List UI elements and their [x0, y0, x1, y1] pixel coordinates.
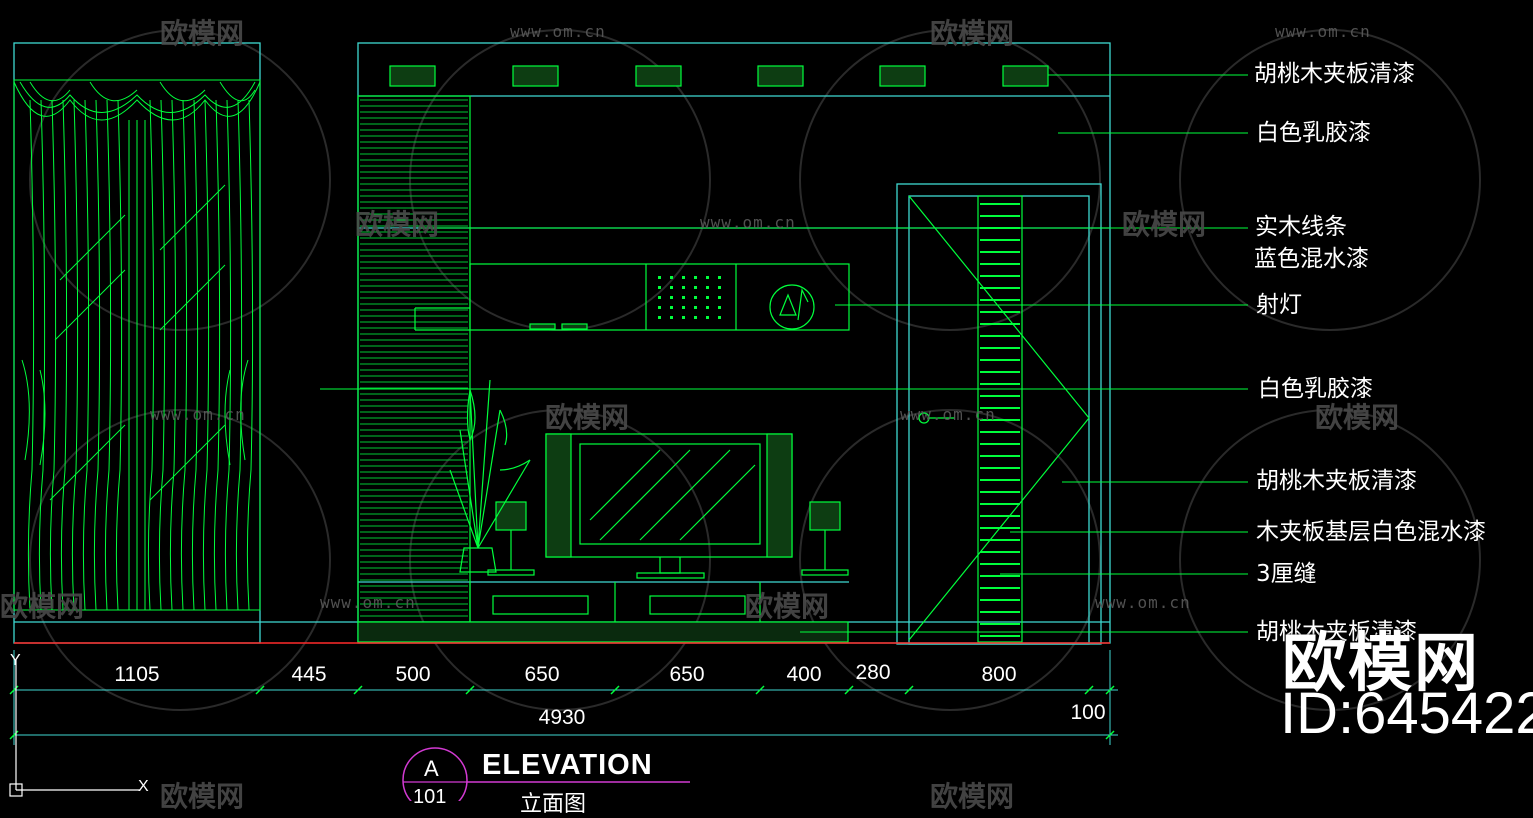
watermark-brand: 欧模网	[160, 780, 245, 813]
watermark-brand: 欧模网	[160, 17, 245, 50]
watermark-brand: 欧模网	[1122, 208, 1207, 241]
striped-wood-column	[357, 95, 471, 623]
title-block-letter: A	[424, 756, 439, 781]
wall-shelf	[414, 263, 850, 331]
annotation-label: 蓝色混水漆	[1254, 246, 1369, 272]
annotation-label: 胡桃木夹板清漆	[1256, 468, 1417, 494]
watermark-brand: 欧模网	[0, 590, 85, 623]
title-block-number: 101	[413, 786, 447, 808]
ucs-axes	[9, 660, 140, 797]
dimension-value: 445	[291, 663, 327, 686]
title-block-graphics	[402, 747, 690, 801]
dimension-lines	[13, 650, 1118, 745]
window-curtains	[13, 79, 261, 611]
dimension-value: 1105	[114, 663, 160, 686]
elevation-drawing	[9, 29, 1481, 801]
annotation-label: 胡桃木夹板清漆	[1254, 61, 1415, 87]
brand-logo-text: 欧模网	[1282, 627, 1480, 701]
watermark-url: www.om.cn	[320, 593, 416, 612]
watermark-url: www.om.cn	[150, 405, 246, 424]
dimension-ticks	[9, 685, 1115, 740]
watermark-brand: 欧模网	[545, 401, 630, 434]
annotation-label: 射灯	[1256, 292, 1302, 318]
brand-id: ID:645422	[1280, 681, 1533, 746]
decor-plate	[769, 284, 815, 330]
drawing-title: ELEVATION	[482, 749, 653, 781]
television	[545, 433, 793, 579]
dimension-value: 650	[524, 663, 560, 686]
watermark-url: www.om.cn	[900, 405, 996, 424]
watermark-url: www.om.cn	[700, 213, 796, 232]
axis-x-label: X	[138, 778, 149, 795]
watermark-brand: 欧模网	[930, 780, 1015, 813]
dimension-value: 650	[669, 663, 705, 686]
dimension-total: 4930	[538, 706, 586, 729]
axis-y-label: Y	[10, 652, 21, 669]
annotation-label: 白色乳胶漆	[1258, 376, 1373, 402]
annotation-label: 实木线条	[1255, 214, 1347, 240]
drawing-subtitle: 立面图	[520, 792, 587, 817]
annotation-label: 3厘缝	[1256, 561, 1317, 587]
leader-lines	[320, 74, 1248, 633]
dimension-value: 400	[786, 663, 822, 686]
watermark-url: www.om.cn	[1275, 22, 1371, 41]
watermark-url: www.om.cn	[1095, 593, 1191, 612]
watermark-url: www.om.cn	[510, 22, 606, 41]
dimension-value: 500	[395, 663, 431, 686]
table-lamps	[487, 501, 849, 576]
annotation-label: 白色乳胶漆	[1256, 120, 1371, 146]
speaker-dots	[658, 276, 721, 319]
annotation-label: 胡桃木夹板清漆	[1256, 619, 1417, 645]
potted-plant	[449, 379, 531, 573]
annotation-label: 木夹板基层白色混水漆	[1256, 519, 1486, 545]
dimension-small: 100	[1070, 701, 1106, 724]
dimension-value: 800	[981, 663, 1017, 686]
watermark-brand: 欧模网	[1315, 401, 1400, 434]
watermark-brand: 欧模网	[930, 17, 1015, 50]
dimension-value: 280	[855, 661, 891, 684]
watermark-brand: 欧模网	[355, 208, 440, 241]
watermark-circles	[29, 29, 1481, 711]
glass-strip	[980, 203, 1020, 637]
walnut-blocks	[389, 65, 1049, 87]
watermark-brand: 欧模网	[745, 590, 830, 623]
